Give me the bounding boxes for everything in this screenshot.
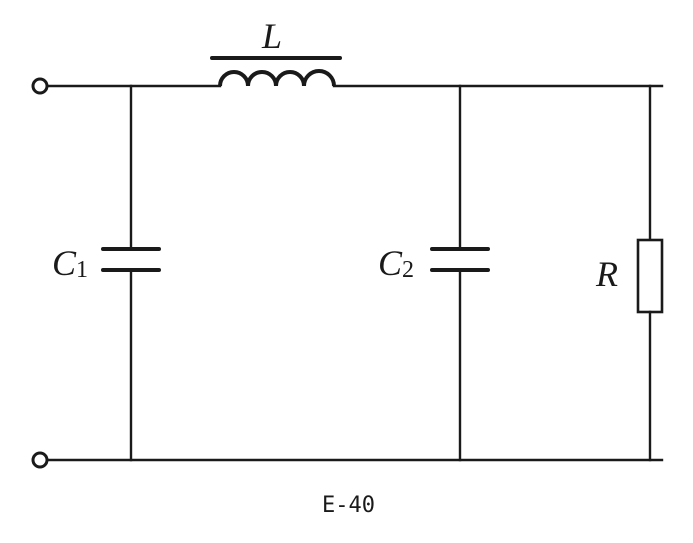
inductor-coil xyxy=(218,69,336,87)
c2-label: C2 xyxy=(378,243,414,283)
c2-label-subscript: 2 xyxy=(402,257,414,283)
capacitor-c1: C1 xyxy=(52,84,161,462)
figure-caption: E-40 xyxy=(322,493,375,518)
resistor-r: R xyxy=(595,84,664,462)
input-terminal-top xyxy=(31,77,49,95)
resistor-label: R xyxy=(595,254,618,294)
inductor-l: L xyxy=(210,16,342,87)
input-terminal-bottom xyxy=(31,451,49,469)
capacitor-c2: C2 xyxy=(378,84,490,462)
inductor-label: L xyxy=(261,16,282,56)
c2-label-letter: C xyxy=(378,243,403,283)
c1-label: C1 xyxy=(52,243,88,283)
c1-label-letter: C xyxy=(52,243,77,283)
resistor-body xyxy=(636,238,664,314)
c1-label-subscript: 1 xyxy=(76,257,88,283)
